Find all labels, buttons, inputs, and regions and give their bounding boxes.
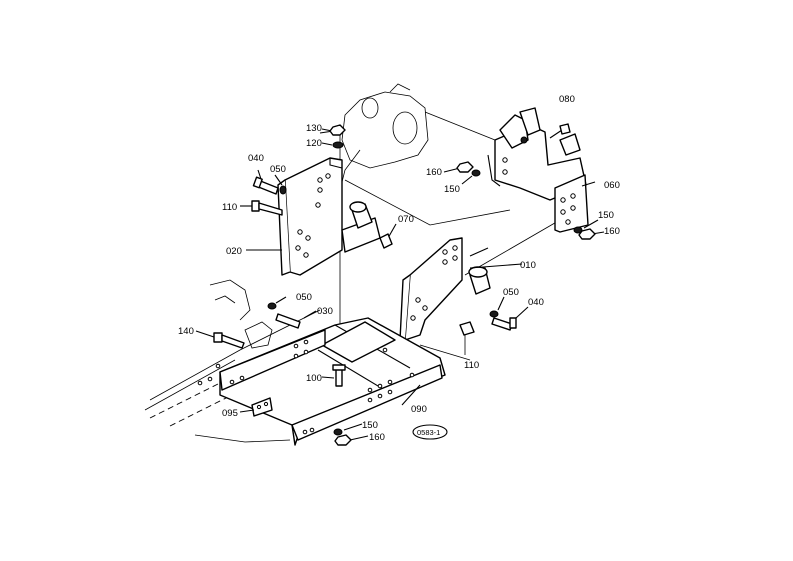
label-160-upper: 160 <box>426 167 442 178</box>
part-labels: 010 020 030 040 040 050 050 050 060 070 … <box>178 94 620 443</box>
nut-160-bottom <box>334 434 369 446</box>
washer-150-right <box>573 219 599 234</box>
bolt-070 <box>379 223 397 249</box>
bolt-080 <box>549 123 571 139</box>
bolt-100 <box>321 364 346 387</box>
washer-050-left <box>274 174 287 195</box>
washer-050-right <box>489 296 505 318</box>
nut-130 <box>321 124 346 136</box>
label-140: 140 <box>178 326 194 337</box>
plate-095 <box>251 397 273 417</box>
washer-150-bottom <box>333 423 363 436</box>
bolt-040-right <box>491 306 529 331</box>
label-060: 060 <box>604 180 620 191</box>
label-130: 130 <box>306 123 322 134</box>
label-150-right: 150 <box>598 210 614 221</box>
bracket-010 <box>399 237 463 341</box>
nut-160-upper <box>443 161 474 173</box>
label-100: 100 <box>306 373 322 384</box>
label-095: 095 <box>222 408 238 419</box>
bolt-140 <box>195 330 245 349</box>
washer-120 <box>321 141 344 149</box>
bolt-040-left <box>252 169 279 195</box>
label-110-right: 110 <box>464 360 479 371</box>
label-030: 030 <box>317 306 333 317</box>
label-110-left: 110 <box>222 202 237 213</box>
washer-050-mid <box>267 296 287 310</box>
frame-090 <box>197 317 446 446</box>
spacer-cylinder <box>349 201 373 229</box>
bolt-110-left <box>240 200 283 216</box>
bracket-060 <box>487 107 589 233</box>
label-020: 020 <box>226 246 242 257</box>
label-040-left: 040 <box>248 153 264 164</box>
label-010: 010 <box>520 260 536 271</box>
label-150-bottom: 150 <box>362 420 378 431</box>
drawing-stamp: 0583-1 <box>412 424 448 440</box>
label-090: 090 <box>411 404 427 415</box>
label-150-upper: 150 <box>444 184 460 195</box>
label-120: 120 <box>306 138 322 149</box>
bolt-110-right <box>459 321 475 336</box>
label-050-right: 050 <box>503 287 519 298</box>
label-160-bottom: 160 <box>369 432 385 443</box>
label-040-right: 040 <box>528 297 544 308</box>
background-frame-left <box>144 279 321 443</box>
label-080: 080 <box>559 94 575 105</box>
label-160-right: 160 <box>604 226 620 237</box>
spacer-cylinder-right <box>468 266 491 295</box>
label-070: 070 <box>398 214 414 225</box>
bolt-030 <box>275 310 317 329</box>
label-050-upper: 050 <box>270 164 286 175</box>
leader-lines <box>239 181 596 413</box>
washer-150-upper <box>461 169 481 185</box>
nut-160-right <box>578 228 605 240</box>
label-050-mid: 050 <box>296 292 312 303</box>
bracket-020 <box>277 157 381 276</box>
stamp-text: 0583-1 <box>417 428 440 437</box>
